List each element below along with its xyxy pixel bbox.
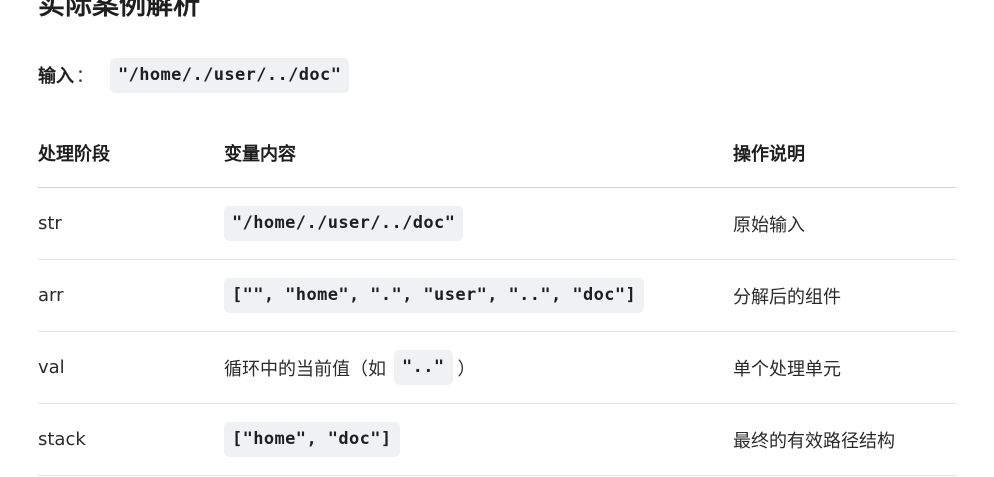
- cell-description: 最终的有效路径结构: [733, 403, 956, 476]
- cell-content: "/home/./user/../doc": [224, 187, 733, 260]
- cell-description: 单个处理单元: [733, 331, 956, 404]
- header-stage: 处理阶段: [38, 118, 224, 188]
- cell-stage: arr: [38, 259, 224, 332]
- table-row: str "/home/./user/../doc" 原始输入: [38, 187, 956, 260]
- cell-content: ["home", "doc"]: [224, 403, 733, 476]
- cell-content-inline: 循环中的当前值（如 ".." ）: [224, 350, 476, 385]
- cell-content: ["", "home", ".", "user", "..", "doc"]: [224, 259, 733, 332]
- input-line: 输入 ： "/home/./user/../doc": [38, 57, 350, 93]
- header-content: 变量内容: [224, 118, 733, 188]
- header-description: 操作说明: [733, 118, 956, 188]
- input-label: 输入: [38, 66, 74, 87]
- cell-description: 原始输入: [733, 187, 956, 260]
- cell-content-suffix: ）: [457, 358, 476, 380]
- cell-content-code: ["home", "doc"]: [224, 422, 400, 457]
- cell-stage: val: [38, 331, 224, 404]
- input-value-code: "/home/./user/../doc": [110, 57, 350, 93]
- cell-content-prefix: 循环中的当前值（如: [224, 358, 386, 380]
- page-heading: 实际案例解析: [38, 0, 200, 21]
- cell-description: 分解后的组件: [733, 259, 956, 332]
- cell-stage: str: [38, 187, 224, 260]
- cell-content: 循环中的当前值（如 ".." ）: [224, 331, 733, 404]
- cell-content-code: "..": [394, 350, 453, 385]
- cell-content-code: ["", "home", ".", "user", "..", "doc"]: [224, 278, 645, 313]
- cell-content-code: "/home/./user/../doc": [224, 206, 464, 241]
- table-header-row: 处理阶段 变量内容 操作说明: [38, 118, 956, 188]
- process-table: 处理阶段 变量内容 操作说明 str "/home/./user/../doc"…: [38, 118, 956, 476]
- table-row: arr ["", "home", ".", "user", "..", "doc…: [38, 259, 956, 332]
- input-colon: ：: [76, 66, 94, 87]
- cell-stage: stack: [38, 403, 224, 476]
- table-row: val 循环中的当前值（如 ".." ） 单个处理单元: [38, 331, 956, 404]
- table-row: stack ["home", "doc"] 最终的有效路径结构: [38, 403, 956, 476]
